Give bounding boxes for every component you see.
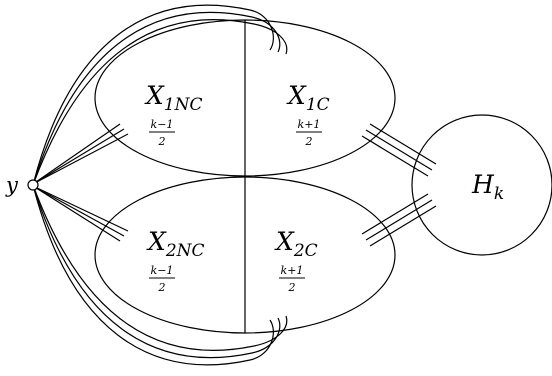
x2c-numerator: k+1: [281, 264, 304, 277]
y-to-x1c-curved-edges: [32, 4, 288, 186]
x2nc-denominator: 2: [158, 281, 166, 294]
x1c-base: X: [286, 81, 307, 110]
x2nc-numerator: k−1: [151, 264, 174, 277]
x1c-to-hk-edges: [361, 123, 437, 177]
svg-text:X2C: X2C: [274, 227, 318, 261]
x1nc-denominator: 2: [158, 135, 166, 148]
svg-text:X2NC: X2NC: [146, 227, 205, 261]
hk-circle: [411, 114, 552, 256]
x1nc-sub: 1NC: [164, 95, 203, 115]
x2c-denominator: 2: [288, 281, 296, 294]
x1c-denominator: 2: [305, 135, 313, 148]
x1c-numerator: k+1: [298, 118, 321, 131]
x1nc-numerator: k−1: [151, 118, 174, 131]
y-to-x1nc-edges: [32, 123, 129, 185]
x2nc-sub: 2NC: [165, 241, 205, 261]
upper-ellipse-group: [94, 19, 396, 177]
svg-text:Hk: Hk: [471, 170, 504, 204]
x1nc-base: X: [144, 81, 165, 110]
svg-text:X1NC: X1NC: [144, 81, 203, 115]
x1nc-label: X1NC k−1 2: [144, 81, 203, 148]
y-to-x2nc-edges: [32, 185, 129, 242]
x1c-sub: 1C: [306, 95, 330, 115]
hk-base: H: [471, 170, 495, 199]
hk-label: Hk: [471, 170, 504, 204]
svg-text:X1C: X1C: [286, 81, 330, 115]
x2c-to-hk-edges: [361, 193, 437, 247]
y-to-x2c-curved-edges: [32, 184, 288, 366]
x2c-sub: 2C: [293, 241, 318, 261]
x2c-label: X2C k+1 2: [274, 227, 318, 294]
hk-sub: k: [494, 184, 504, 204]
y-vertex: [27, 179, 39, 191]
x1c-label: X1C k+1 2: [286, 81, 330, 148]
x2nc-base: X: [146, 227, 167, 256]
lower-ellipse-group: [94, 176, 396, 334]
x2nc-label: X2NC k−1 2: [146, 227, 205, 294]
y-label: y: [5, 173, 19, 197]
x2c-base: X: [274, 227, 295, 256]
